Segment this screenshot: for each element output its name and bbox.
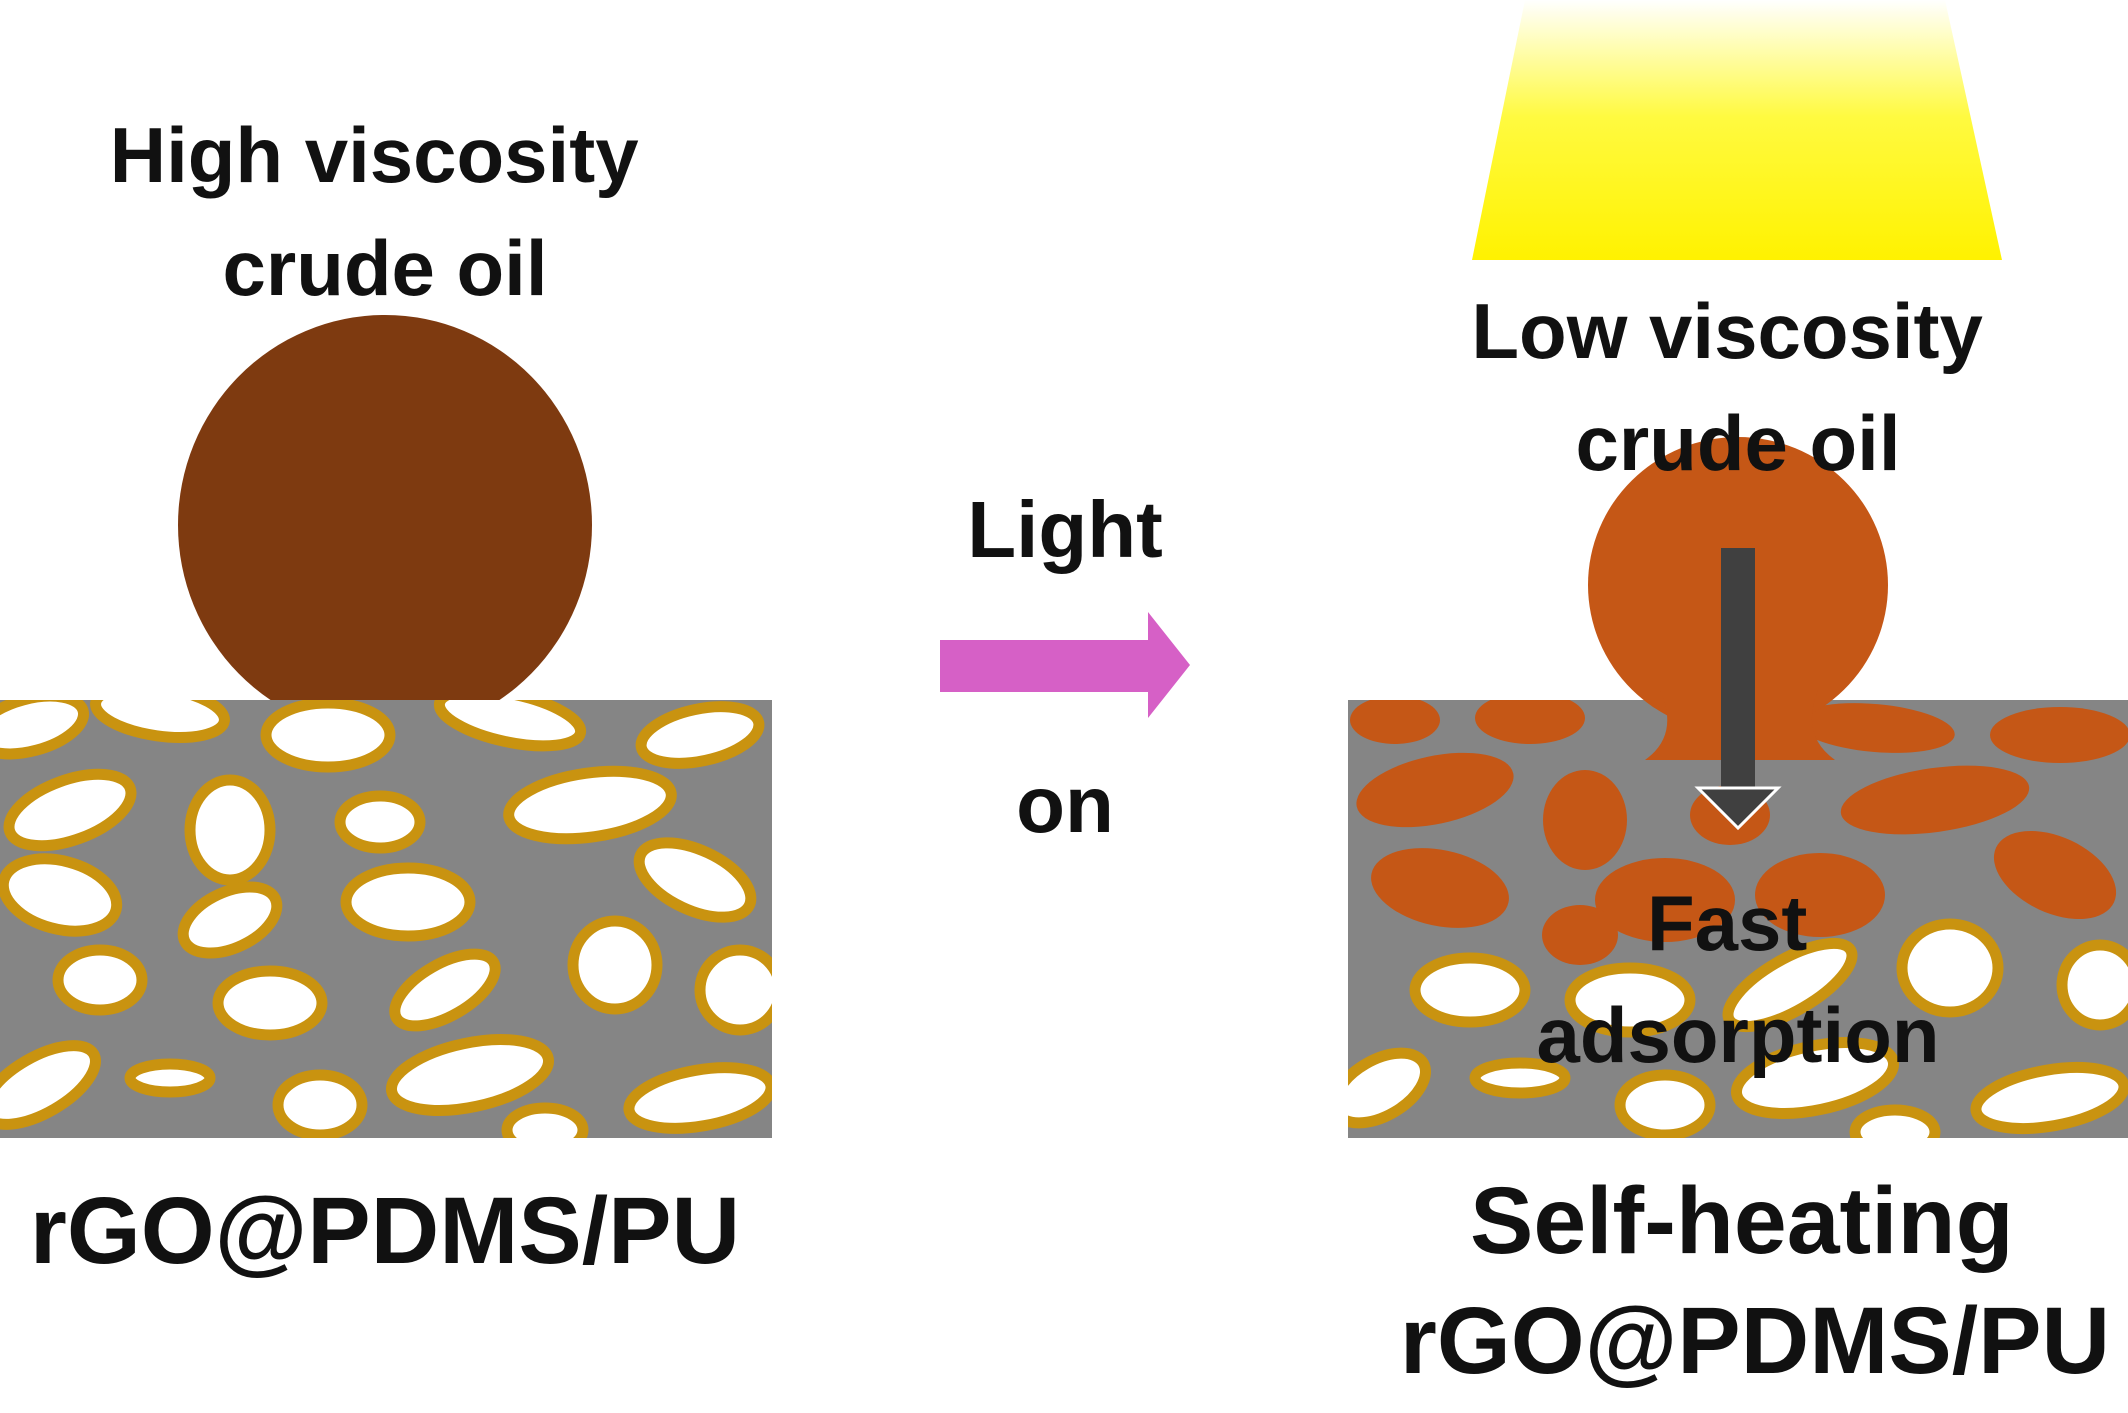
left-top-label: High viscosity crude oil [110,111,661,312]
arrow-shaft [1721,548,1755,792]
right-panel: Low viscosity crude oil Fast adsorption … [1348,0,2128,1394]
oil-pore [1350,700,1440,744]
pore [389,948,501,1032]
pore [633,837,757,923]
pore [501,1102,589,1138]
pore [623,1062,772,1134]
pore [0,1040,101,1130]
high-viscosity-oil-droplet [178,315,592,735]
pore [184,774,276,886]
light-label: Light [967,485,1162,574]
light-on-arrow [940,612,1190,718]
pore [52,944,148,1016]
on-label: on [1016,760,1114,849]
pore [503,765,677,845]
light-beam [1472,0,2002,260]
oil-pore [1543,770,1627,870]
right-sponge [1348,700,2128,1138]
pore [3,768,137,852]
pore [1849,1104,1941,1138]
oil-pore [1990,707,2128,763]
adsorption-direction-arrow [1694,548,1782,831]
pore [567,915,663,1015]
pore [1722,937,1858,1033]
pore [2056,939,2128,1031]
pore [340,862,476,942]
oil-pore [1595,858,1735,942]
pore [212,965,328,1041]
right-top-label: Low viscosity crude oil [1471,287,2004,487]
pore [177,881,283,959]
right-unfilled-pores [1348,918,2128,1138]
pore [433,700,587,752]
oil-pore [1795,703,1955,753]
left-panel: High viscosity crude oil [0,111,772,1284]
oil-pore [1840,765,2030,835]
oil-pore [1993,830,2117,920]
pore [1409,952,1531,1028]
pore [1614,1069,1716,1138]
pore [334,790,426,854]
pore [260,700,396,773]
pore [1730,1037,1900,1119]
left-pores [0,700,772,1138]
right-bottom-label: Self-heating rGO@PDMS/PU [1400,1168,2110,1394]
left-bottom-label: rGO@PDMS/PU [30,1178,740,1284]
oil-pore [1356,752,1514,828]
pore [90,700,230,743]
oil-pore [1371,848,1509,928]
pore [1896,918,2004,1018]
pore [272,1069,368,1138]
pore [0,700,90,760]
pore [1970,1062,2128,1134]
light-transition: Light on [940,485,1190,849]
pore [385,1034,555,1116]
left-sponge [0,700,772,1138]
fast-adsorption-label: Fast adsorption [1537,879,1940,1079]
pore [694,944,772,1036]
oil-pore [1475,700,1585,744]
oil-pore [1542,905,1618,965]
pore [635,701,765,769]
pore [1564,962,1696,1038]
pore [124,1058,216,1098]
pore [0,853,123,937]
pore [1348,1047,1432,1129]
arrow-head [1694,786,1782,831]
oil-pore [1755,853,1885,937]
pore [1469,1057,1571,1099]
